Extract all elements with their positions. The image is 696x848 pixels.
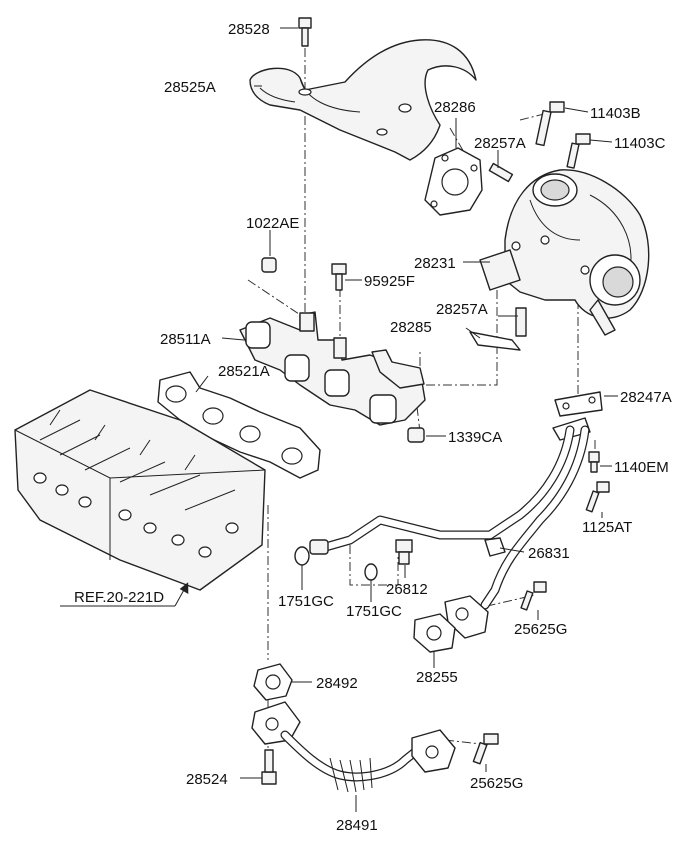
nut-1022ae-icon — [261, 257, 277, 273]
oil-return-flange — [444, 595, 489, 639]
label-11403c: 11403C — [614, 135, 666, 152]
part-labels: 28528 28525A 28286 11403B 28257A 11403C … — [74, 21, 672, 834]
washer-1751gc-right-icon — [364, 563, 378, 581]
bolt-95925f-icon — [331, 263, 347, 291]
label-28492: 28492 — [316, 675, 358, 692]
union-bolt-26812-icon — [395, 539, 413, 565]
label-1339ca: 1339CA — [448, 429, 502, 446]
stud-28257a-bottom-icon — [515, 307, 527, 337]
label-28257a-top: 28257A — [474, 135, 526, 152]
turbo-inlet-gasket — [424, 147, 483, 216]
bolt-1140em-icon — [588, 451, 600, 473]
exhaust-manifold — [239, 311, 426, 426]
heat-shield — [249, 39, 477, 161]
label-28521a: 28521A — [218, 363, 270, 380]
oil-feed-pipe — [309, 391, 603, 610]
egr-gasket — [253, 663, 293, 701]
label-28257a-bottom: 28257A — [436, 301, 488, 318]
bolt-11403c-icon — [566, 133, 591, 169]
cylinder-head — [14, 389, 266, 591]
label-28525a: 28525A — [164, 79, 216, 96]
leader-lines — [195, 27, 618, 812]
bolt-11403b-icon — [535, 101, 565, 147]
reference-callout — [60, 582, 189, 607]
oil-return-gasket — [413, 613, 456, 653]
label-1125at: 1125AT — [582, 519, 632, 536]
label-28255: 28255 — [416, 669, 458, 686]
label-95925f: 95925F — [364, 273, 415, 290]
label-28491: 28491 — [336, 817, 378, 834]
label-28511a: 28511A — [160, 331, 211, 348]
label-28285: 28285 — [390, 319, 432, 336]
label-28528: 28528 — [228, 21, 270, 38]
label-11403b: 11403B — [590, 105, 641, 122]
label-1751gc-right: 1751GC — [346, 603, 402, 620]
label-1022ae: 1022AE — [246, 215, 299, 232]
label-28524: 28524 — [186, 771, 228, 788]
bolt-28524-icon — [261, 749, 277, 785]
washer-1751gc-left-icon — [294, 546, 310, 566]
turbocharger — [479, 169, 650, 336]
turbo-outlet-gasket — [469, 331, 521, 351]
bolt-1125at-icon — [585, 481, 610, 513]
nut-1339ca-icon — [407, 427, 425, 443]
bolt-25625g-upper-icon — [520, 581, 547, 611]
label-1751gc-left: 1751GC — [278, 593, 334, 610]
egr-pipe — [251, 701, 456, 793]
bolt-28528-icon — [298, 17, 312, 47]
label-1140em: 1140EM — [614, 459, 669, 476]
bolt-25625g-lower-icon — [472, 733, 499, 765]
label-25625g-lower: 25625G — [470, 775, 523, 792]
label-25625g-upper: 25625G — [514, 621, 567, 638]
label-28247a: 28247A — [620, 389, 672, 406]
label-26831: 26831 — [528, 545, 570, 562]
label-ref-20-221d: REF.20-221D — [74, 589, 164, 606]
stud-28257a-top-icon — [488, 162, 514, 183]
label-26812: 26812 — [386, 581, 428, 598]
label-28286: 28286 — [434, 99, 476, 116]
label-28231: 28231 — [414, 255, 456, 272]
